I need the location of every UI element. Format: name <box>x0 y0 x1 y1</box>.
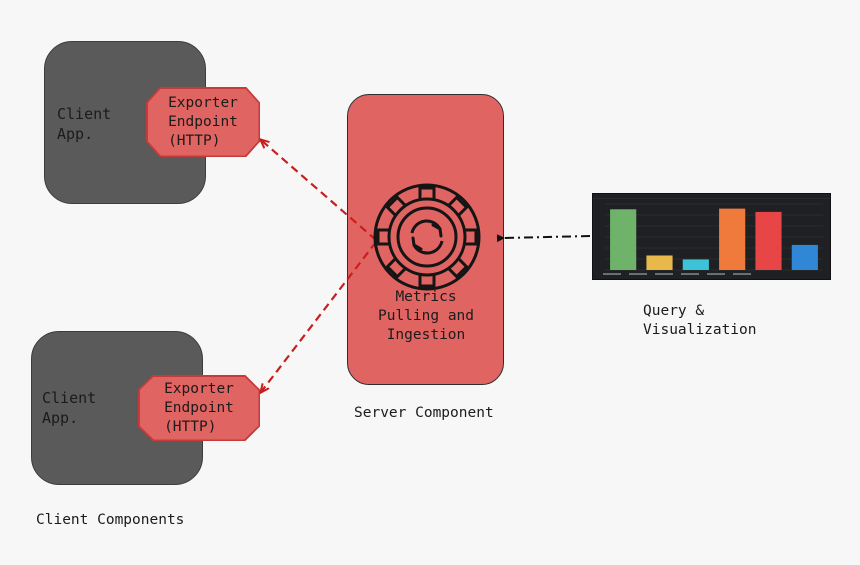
dashboard-bar <box>682 259 709 270</box>
dashboard-bar <box>791 244 818 270</box>
dashboard-legend-entry <box>655 273 673 275</box>
dashboard-legend-entry <box>733 273 751 275</box>
exporter-endpoint-label: Exporter Endpoint (HTTP) <box>164 380 234 435</box>
gear-sync-icon <box>373 183 481 291</box>
dashboard-bar <box>755 211 782 270</box>
exporter-endpoint-label: Exporter Endpoint (HTTP) <box>168 94 238 149</box>
dashboard-legend-entry <box>603 273 621 275</box>
dashboard-legend-entry <box>629 273 647 275</box>
dashboard-legend-entry <box>707 273 725 275</box>
client-app-label: Client App. <box>57 105 112 143</box>
pull-arrow-bottom <box>261 241 377 392</box>
server-component-caption: Server Component <box>354 405 494 421</box>
dashboard-thumbnail <box>592 193 831 280</box>
dashboard-bar <box>610 209 637 270</box>
dashboard-bar <box>646 255 673 270</box>
dashboard-bar <box>719 208 746 270</box>
query-visualization-caption: Query & Visualization <box>643 303 757 338</box>
pull-arrow-top <box>261 140 377 241</box>
exporter-endpoint: Exporter Endpoint (HTTP) <box>138 375 260 441</box>
query-arrow <box>496 234 591 243</box>
dashboard-chart <box>593 194 830 279</box>
exporter-endpoint: Exporter Endpoint (HTTP) <box>146 87 260 157</box>
dashboard-legend-entry <box>681 273 699 275</box>
client-components-caption: Client Components <box>36 512 185 528</box>
server-label: Metrics Pulling and Ingestion <box>377 289 475 343</box>
client-app-label: Client App. <box>42 389 97 427</box>
